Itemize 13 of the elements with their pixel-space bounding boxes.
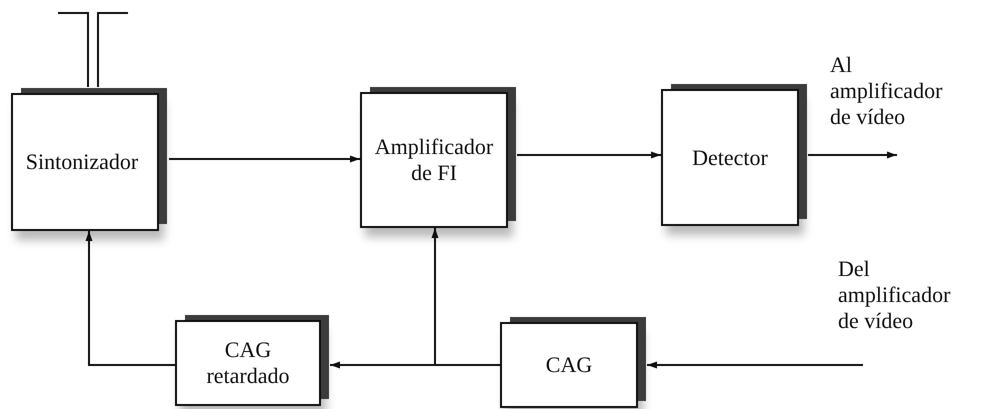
block-label: CAG bbox=[546, 352, 592, 378]
arrow bbox=[517, 152, 661, 158]
arrow bbox=[808, 152, 897, 158]
block-label: Amplificador de FI bbox=[374, 134, 494, 186]
arrow bbox=[647, 362, 863, 368]
block-label: Detector bbox=[692, 144, 768, 170]
block-label: Sintonizador bbox=[26, 149, 138, 175]
signal-label: Al amplificador de vídeo bbox=[830, 52, 944, 130]
arrow bbox=[432, 228, 500, 366]
signal-label: Del amplificador de vídeo bbox=[838, 256, 952, 334]
arrow bbox=[169, 156, 360, 162]
arrow bbox=[86, 231, 175, 366]
block-label: CAG retardado bbox=[205, 337, 291, 389]
